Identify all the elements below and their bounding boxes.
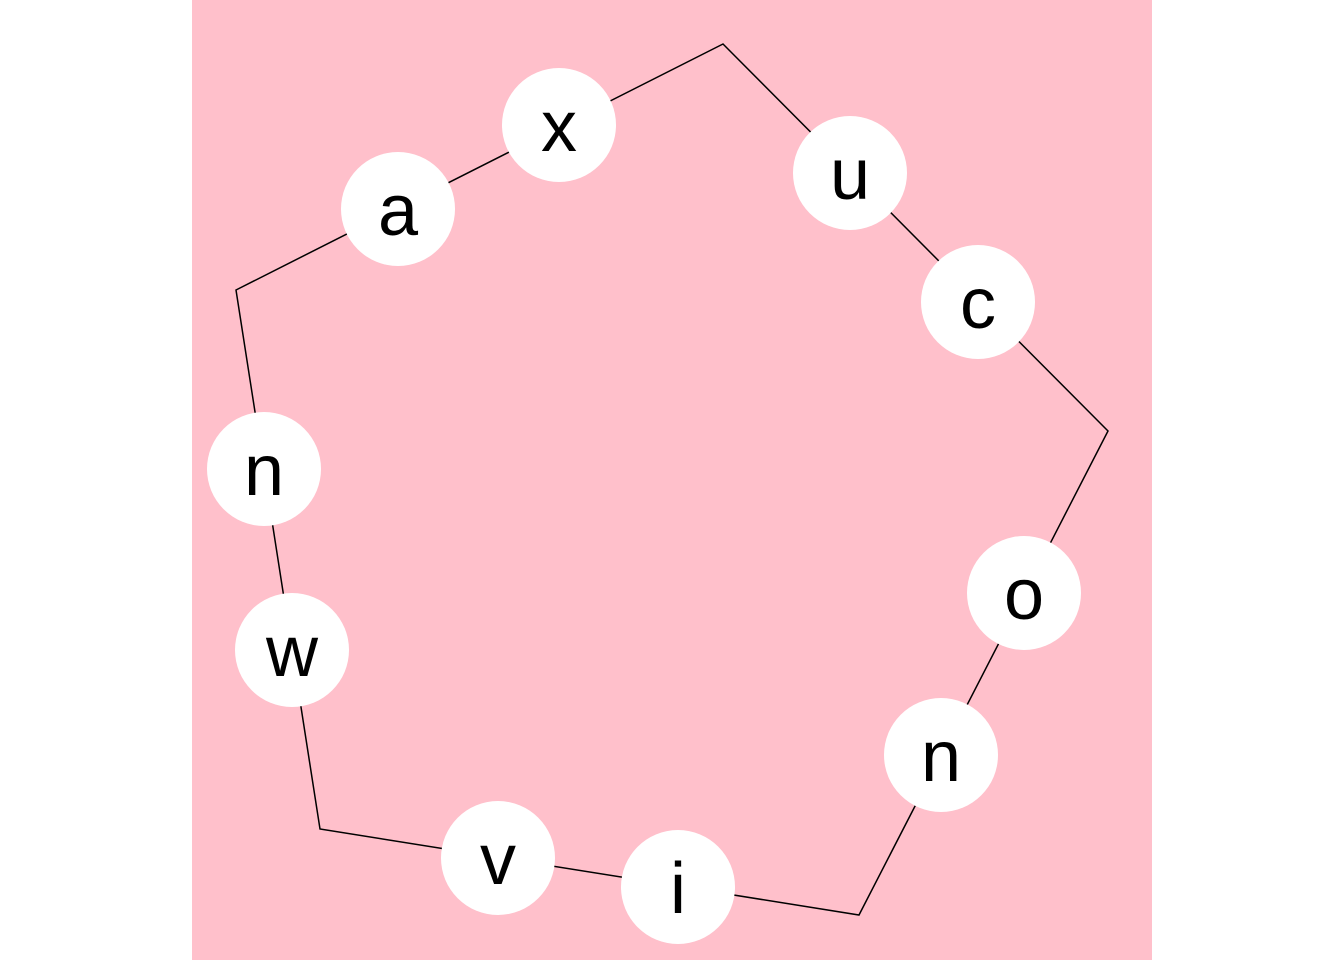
node-x: x [502, 68, 616, 182]
node-i: i [621, 830, 735, 944]
node-circle [502, 68, 616, 182]
node-o: o [967, 536, 1081, 650]
diagram-canvas: x u c o n i v w [192, 0, 1152, 960]
node-label: o [1004, 555, 1044, 635]
node-w: w [235, 593, 349, 707]
node-circle [235, 593, 349, 707]
node-circle [441, 801, 555, 915]
node-n-right: n [884, 698, 998, 812]
node-u: u [793, 116, 907, 230]
node-circle [621, 830, 735, 944]
polygon-outline [235, 43, 1109, 916]
node-circle [207, 412, 321, 526]
node-label: w [265, 612, 319, 692]
node-n-left: n [207, 412, 321, 526]
node-circle [341, 152, 455, 266]
node-c: c [921, 245, 1035, 359]
node-label: v [480, 820, 516, 900]
node-a: a [341, 152, 455, 266]
diagram-background [192, 0, 1152, 960]
polygon-diagram: x u c o n i v w [192, 0, 1152, 960]
node-label: u [830, 135, 870, 215]
node-label: n [921, 717, 961, 797]
node-label: i [670, 849, 686, 929]
node-label: c [960, 264, 996, 344]
node-label: x [541, 87, 577, 167]
node-v: v [441, 801, 555, 915]
node-label: a [378, 171, 419, 251]
node-circle [793, 116, 907, 230]
node-circle [967, 536, 1081, 650]
node-label: n [244, 431, 284, 511]
node-circle [921, 245, 1035, 359]
node-circle [884, 698, 998, 812]
